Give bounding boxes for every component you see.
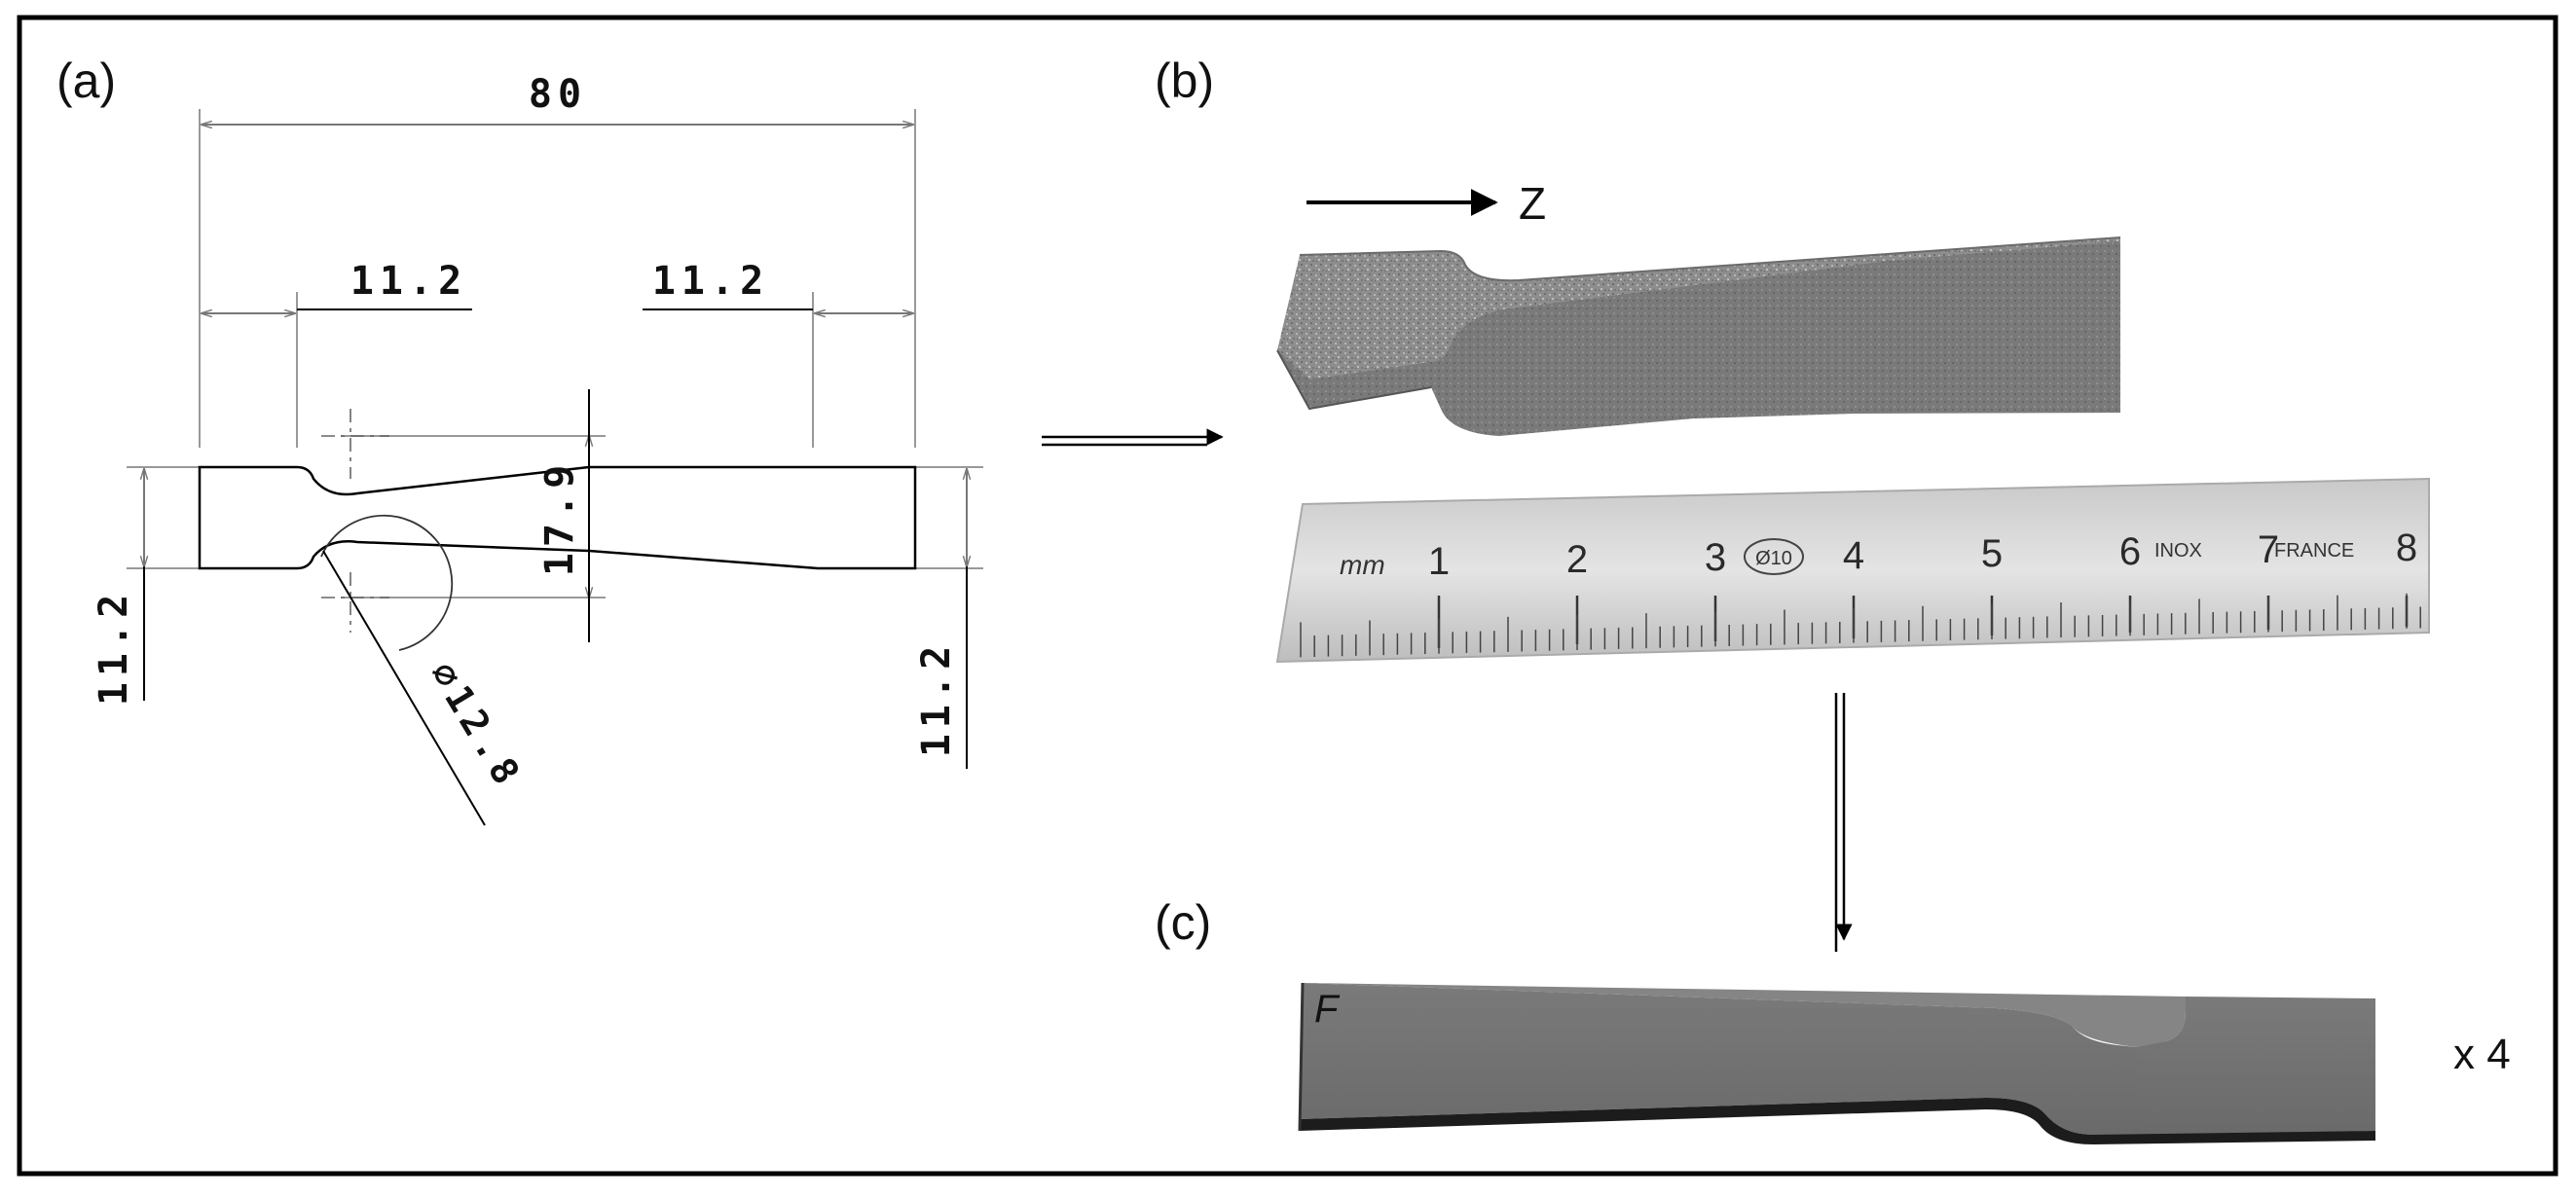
specimen-mark: F bbox=[1314, 988, 1341, 1031]
fillet-leader bbox=[322, 550, 486, 826]
ruler-number-5: 5 bbox=[1981, 532, 2003, 575]
dim-right-grip-length: 11.2 bbox=[652, 259, 769, 304]
dim-left-width: 11.2 bbox=[92, 589, 136, 706]
ruler-stamp bbox=[1744, 538, 1804, 575]
dim-overall-length: 80 bbox=[529, 72, 587, 117]
ruler-brand-left: INOX bbox=[2154, 540, 2202, 562]
ruler-number-6: 6 bbox=[2119, 530, 2141, 573]
dim-fillet-diameter: ⌀12.8 bbox=[422, 654, 531, 796]
fillet-circle bbox=[320, 514, 454, 651]
panel-c-photo: (c) F x 4 bbox=[1155, 895, 2511, 1144]
panel-a-label: (a) bbox=[56, 54, 116, 108]
dim-left-grip-length: 11.2 bbox=[350, 259, 467, 304]
multiplier-label: x 4 bbox=[2453, 1031, 2511, 1078]
ruler-number-2: 2 bbox=[1566, 538, 1588, 581]
z-axis-label: Z bbox=[1519, 178, 1546, 229]
ruler-stamp-text: Ø10 bbox=[1755, 548, 1792, 569]
panel-a-drawing: (a) bbox=[56, 54, 983, 826]
ruler-number-8: 8 bbox=[2396, 526, 2417, 569]
panel-b-photo: (b) Z mm bbox=[1155, 54, 2430, 664]
figure-frame bbox=[17, 15, 2558, 1177]
dim-right-width: 11.2 bbox=[914, 640, 959, 757]
dim-taper-width: 17.9 bbox=[537, 459, 582, 576]
panel-c-label: (c) bbox=[1155, 895, 1211, 950]
panel-b-label: (b) bbox=[1155, 54, 1214, 108]
ruler: mm 1 2 3 4 5 6 7 8 Ø10 INOX FRANCE bbox=[1275, 477, 2430, 664]
printed-specimen bbox=[1276, 236, 2121, 436]
ruler-numbers: 1 2 3 4 5 6 7 8 bbox=[1428, 526, 2417, 583]
ruler-number-7: 7 bbox=[2258, 528, 2279, 571]
ruler-number-4: 4 bbox=[1843, 534, 1864, 577]
ruler-unit-label: mm bbox=[1340, 550, 1385, 580]
specimen-outline bbox=[198, 465, 917, 570]
ruler-number-1: 1 bbox=[1428, 540, 1450, 583]
ruler-number-3: 3 bbox=[1705, 536, 1726, 579]
ruler-brand-right: FRANCE bbox=[2274, 540, 2354, 562]
cut-specimen: F bbox=[1298, 982, 2375, 1144]
